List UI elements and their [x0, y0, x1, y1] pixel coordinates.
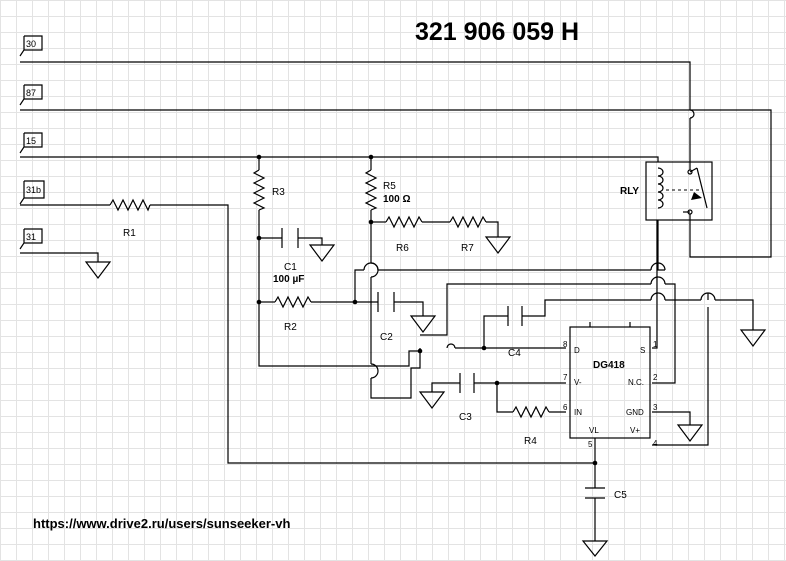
- ground-symbol: [739, 329, 767, 347]
- ic-pin-label: GND: [626, 408, 644, 417]
- resistor-R1-label: R1: [123, 228, 136, 239]
- ground-symbol: [409, 315, 437, 333]
- resistor-R2-label: R2: [284, 322, 297, 333]
- resistor-R1: R1: [109, 198, 151, 239]
- ic-pin-number: 4: [653, 439, 658, 448]
- page-title: 321 906 059 H: [415, 18, 580, 46]
- ic-pin-number: 2: [653, 373, 658, 382]
- resistor-R6-label: R6: [396, 243, 409, 254]
- resistor-R6: R6: [385, 215, 423, 254]
- terminal-87-label: 87: [26, 88, 36, 98]
- wire-crossovers: [363, 109, 716, 379]
- wires: [20, 61, 772, 541]
- capacitor-C1: C1 100 µF: [273, 228, 304, 285]
- resistor-R7: R7: [449, 215, 487, 254]
- resistor-R4-label: R4: [524, 436, 537, 447]
- ic-DG418: DG418 8 D 7 V- 6 IN 1 S 2 N.C. 3 GND 4 V…: [563, 322, 658, 449]
- resistor-R5-label: R5: [383, 181, 396, 192]
- capacitor-C1-value: 100 µF: [273, 274, 304, 285]
- ground-symbol: [308, 244, 336, 262]
- ic-DG418-name: DG418: [593, 360, 625, 371]
- terminal-31: 31: [19, 228, 43, 250]
- ic-pin-label: IN: [574, 408, 582, 417]
- resistor-R7-label: R7: [461, 243, 474, 254]
- ground-symbol: [484, 236, 512, 254]
- resistor-R3: R3: [252, 169, 285, 211]
- capacitor-C4-label: C4: [508, 348, 521, 359]
- ground-symbol: [84, 261, 112, 279]
- author-url: https://www.drive2.ru/users/sunseeker-vh: [33, 516, 291, 531]
- relay-RLY-label: RLY: [620, 186, 639, 197]
- ground-symbol: [676, 424, 704, 442]
- ic-pin-label: V+: [630, 426, 640, 435]
- ic-pin-label: S: [640, 346, 645, 355]
- resistor-R4: R4: [512, 405, 550, 447]
- resistor-R2: R2: [274, 295, 312, 333]
- terminal-31b-label: 31b: [26, 185, 41, 195]
- ic-pin-number: 7: [563, 373, 568, 382]
- ic-pin-number: 5: [588, 440, 593, 449]
- ic-pin-label: VL: [589, 426, 599, 435]
- ic-pin-label: N.C.: [628, 378, 644, 387]
- ground-symbol: [418, 391, 446, 409]
- resistor-R5-value: 100 Ω: [383, 194, 410, 205]
- capacitor-C5: C5: [585, 487, 627, 501]
- ic-pin-number: 3: [653, 403, 658, 412]
- relay-RLY: RLY: [620, 160, 713, 221]
- capacitor-C2: C2: [377, 292, 395, 343]
- resistor-R3-label: R3: [272, 187, 285, 198]
- capacitor-C4: C4: [507, 306, 523, 359]
- terminal-31b: 31b: [19, 180, 45, 205]
- ic-pin-number: 8: [563, 340, 568, 349]
- terminal-31-label: 31: [26, 232, 36, 242]
- capacitor-C1-label: C1: [284, 262, 297, 273]
- capacitor-C3: C3: [459, 373, 475, 423]
- terminal-15-label: 15: [26, 136, 36, 146]
- junction-dots: [256, 154, 598, 466]
- terminal-87: 87: [19, 84, 43, 106]
- ground-symbol: [581, 540, 609, 557]
- ic-pin-number: 6: [563, 403, 568, 412]
- terminal-30: 30: [19, 35, 43, 57]
- terminal-30-label: 30: [26, 39, 36, 49]
- terminal-15: 15: [19, 132, 43, 154]
- ic-pin-number: 1: [653, 340, 658, 349]
- capacitor-C3-label: C3: [459, 412, 472, 423]
- capacitor-C2-label: C2: [380, 332, 393, 343]
- resistor-R5: R5 100 Ω: [364, 169, 410, 211]
- ic-pin-label: D: [574, 346, 580, 355]
- ic-pin-label: V-: [574, 378, 582, 387]
- capacitor-C5-label: C5: [614, 490, 627, 501]
